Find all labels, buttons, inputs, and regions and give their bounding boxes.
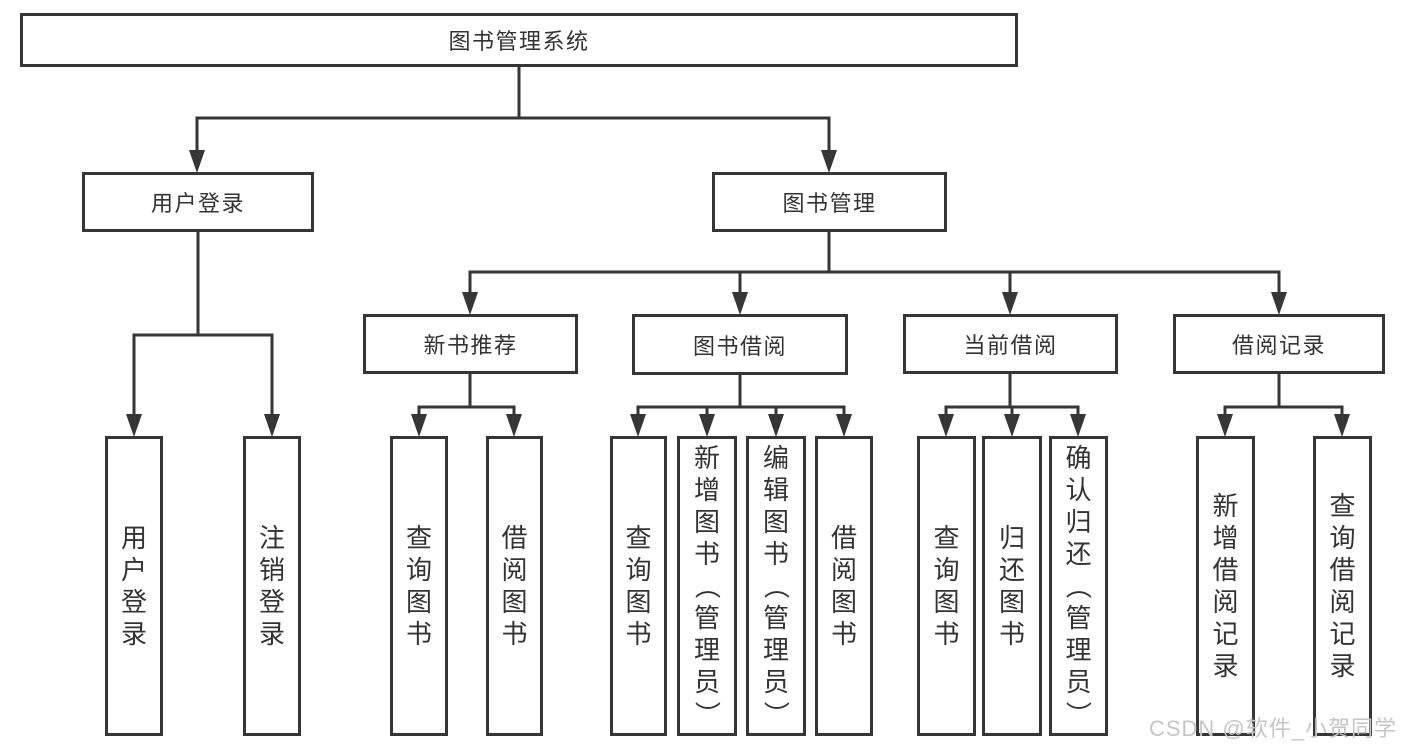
leaf-query-books-current: 查询图书: [917, 436, 976, 736]
node-book-borrow: 图书借阅: [632, 314, 848, 375]
leaf-edit-books-admin: 编辑图书（管理员）: [746, 436, 806, 736]
leaf-query-borrow-record: 查询借阅记录: [1313, 436, 1372, 736]
leaf-confirm-return-admin: 确认归还（管理员）: [1049, 436, 1108, 736]
node-book-management: 图书管理: [712, 172, 947, 232]
arrowheads: [126, 150, 1350, 437]
node-root: 图书管理系统: [20, 13, 1018, 67]
node-user-login: 用户登录: [82, 172, 314, 232]
leaf-query-books-borrow: 查询图书: [610, 436, 667, 736]
node-current-borrow: 当前借阅: [903, 314, 1118, 374]
leaf-return-books: 归还图书: [982, 436, 1042, 736]
leaf-add-books-admin: 新增图书（管理员）: [677, 436, 737, 736]
leaf-logout: 注销登录: [243, 436, 301, 736]
leaf-query-books-recommend: 查询图书: [390, 436, 448, 736]
leaf-add-borrow-record: 新增借阅记录: [1196, 436, 1255, 736]
leaf-borrow-books: 借阅图书: [815, 436, 873, 736]
tree-edges: [132, 64, 1344, 420]
leaf-borrow-books-recommend: 借阅图书: [486, 436, 543, 736]
node-borrow-records: 借阅记录: [1173, 314, 1385, 374]
leaf-user-login: 用户登录: [105, 436, 163, 736]
csdn-watermark: CSDN @软件_小贺同学: [1148, 716, 1397, 741]
node-new-book-recommend: 新书推荐: [363, 314, 578, 374]
